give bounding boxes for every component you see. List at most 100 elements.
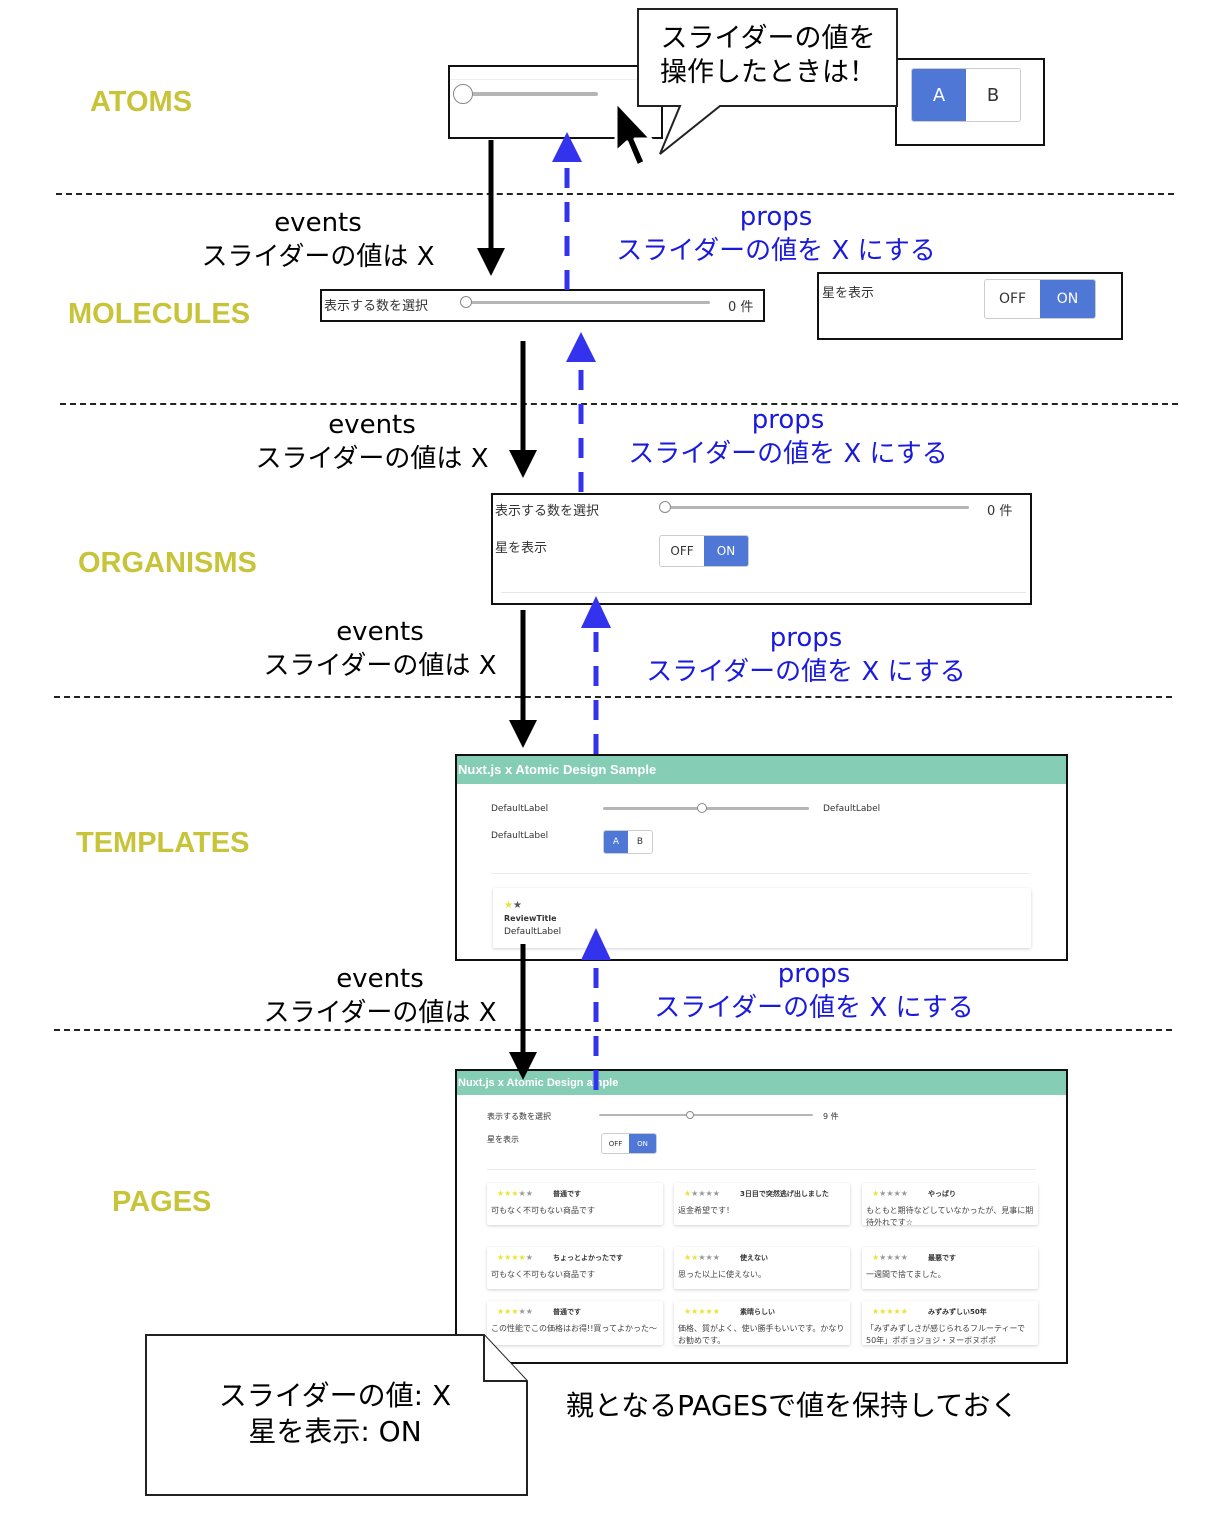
template-toggle-b[interactable]: B <box>628 831 652 853</box>
atom-slider-divider <box>450 79 661 80</box>
callout-shape <box>637 8 898 155</box>
star-icon: ★ <box>879 1253 887 1262</box>
organism-slider-value: 0 件 <box>987 504 1013 519</box>
level-templates: TEMPLATES <box>76 827 250 859</box>
page-slider-thumb[interactable] <box>686 1111 694 1119</box>
review-body: 一週間で捨てました。 <box>866 1270 946 1279</box>
template-header: Nuxt.js x Atomic Design Sample <box>457 756 1066 784</box>
review-card: ★★★★★ちょっとよかったです可もなく不可もない商品です <box>487 1247 663 1289</box>
template-box: Nuxt.js x Atomic Design Sample DefaultLa… <box>455 754 1068 961</box>
page-header-left: Nuxt.js x Atomic Design <box>458 1077 587 1089</box>
template-toggle-a[interactable]: A <box>604 831 628 853</box>
props-arrow-4 <box>581 928 611 1090</box>
review-title: 最悪です <box>928 1254 956 1262</box>
level-pages: PAGES <box>112 1186 212 1218</box>
star-icon: ★ <box>698 1253 706 1262</box>
star-icon: ★ <box>497 1307 505 1316</box>
events-word-4: events <box>336 964 424 994</box>
props-text-4: スライダーの値を X にする <box>654 993 974 1023</box>
molecule-toggle-on[interactable]: ON <box>1040 280 1095 318</box>
star-icon: ★ <box>684 1253 692 1262</box>
template-card-title: ReviewTitle <box>504 914 557 923</box>
review-stars: ★★★★★ <box>497 1253 533 1262</box>
organism-divider <box>501 592 1026 593</box>
template-ab-toggle: A B <box>603 830 653 854</box>
star-icon: ★ <box>691 1307 699 1316</box>
callout-line2: 操作したときは！ <box>660 57 876 88</box>
star-icon: ★ <box>879 1307 887 1316</box>
review-stars: ★★★★★ <box>684 1307 720 1316</box>
atom-toggle-b[interactable]: B <box>966 69 1020 121</box>
template-slider-thumb[interactable] <box>697 803 707 813</box>
props-text-3: スライダーの値を X にする <box>646 657 966 687</box>
template-label-1-right: DefaultLabel <box>823 804 881 814</box>
props-word-3: props <box>769 623 843 653</box>
molecule-slider-label: 表示する数を選択 <box>324 299 429 314</box>
review-stars: ★★★★★ <box>497 1307 533 1316</box>
molecule-slider-thumb[interactable] <box>460 296 472 308</box>
page-box: Nuxt.js x Atomic Design ample 表示する数を選択 9… <box>455 1069 1068 1364</box>
review-stars: ★★★★★ <box>872 1307 908 1316</box>
star-icon: ★ <box>872 1189 880 1198</box>
props-arrow-2 <box>566 332 596 492</box>
atom-toggle-a[interactable]: A <box>912 69 966 121</box>
page-toggle-on[interactable]: ON <box>629 1134 656 1153</box>
star-icon: ★ <box>900 1253 908 1262</box>
template-review-card: ★★ ReviewTitle DefaultLabel <box>493 888 1031 948</box>
organism-toggle-off[interactable]: OFF <box>660 536 704 566</box>
star-icon: ★ <box>900 1307 908 1316</box>
star-icon: ★ <box>518 1189 526 1198</box>
page-slider-track[interactable] <box>599 1114 813 1116</box>
review-card: ★★★★★素晴らしい価格、質がよく、使い勝手もいいです。かなりお勧めです。 <box>674 1301 850 1345</box>
template-label-1: DefaultLabel <box>491 804 549 814</box>
molecule-star-box: 星を表示 OFF ON <box>817 272 1123 340</box>
star-icon: ★ <box>518 1307 526 1316</box>
up-arrow-icon <box>552 132 582 162</box>
organism-box: 表示する数を選択 0 件 星を表示 OFF ON <box>491 493 1032 605</box>
star-icon: ★ <box>886 1253 894 1262</box>
note-line2: 星を表示: ON <box>248 1415 422 1448</box>
props-label-4: props スライダーの値を X にする <box>636 957 992 1025</box>
review-body: 価格、質がよく、使い勝手もいいです。かなりお勧めです。 <box>678 1324 845 1345</box>
star-icon: ★ <box>886 1189 894 1198</box>
review-card: ★★★★★普通ですこの性能でこの価格はお得!!買ってよかった〜 <box>487 1301 663 1345</box>
events-label-2: events スライダーの値は X <box>242 408 502 476</box>
review-card: ★★★★★やっぱりもともと期待などしていなかったが、見事に期待外れです☆ <box>862 1183 1038 1227</box>
events-text-4: スライダーの値は X <box>263 998 497 1028</box>
star-icon: ★ <box>705 1307 713 1316</box>
page-divider <box>487 1169 1036 1170</box>
review-body: この性能でこの価格はお得!!買ってよかった〜 <box>491 1324 658 1333</box>
down-arrow-icon <box>509 450 537 478</box>
level-atoms: ATOMS <box>90 86 193 118</box>
review-body: 可もなく不可もない商品です <box>491 1206 595 1215</box>
template-card-stars: ★★ <box>504 900 522 911</box>
organism-slider-thumb[interactable] <box>659 501 671 513</box>
molecule-onoff-toggle: OFF ON <box>984 279 1096 319</box>
atom-ab-toggle: A B <box>911 68 1021 122</box>
star-icon: ★ <box>893 1307 901 1316</box>
atom-slider-box <box>448 65 663 139</box>
organism-toggle-on[interactable]: ON <box>704 536 748 566</box>
event-arrow-2 <box>509 341 537 478</box>
review-stars: ★★★★★ <box>684 1189 720 1198</box>
page-onoff-toggle: OFF ON <box>601 1133 657 1154</box>
molecule-toggle-off[interactable]: OFF <box>985 280 1040 318</box>
atom-slider-thumb[interactable] <box>453 84 473 104</box>
events-label-4: events スライダーの値は X <box>250 962 510 1030</box>
review-stars: ★★★★★ <box>872 1189 908 1198</box>
star-icon: ★ <box>525 1253 533 1262</box>
molecule-slider-track[interactable] <box>464 301 710 304</box>
review-body: 思った以上に使えない。 <box>678 1270 766 1279</box>
organism-slider-track[interactable] <box>665 506 969 509</box>
template-card-body: DefaultLabel <box>504 927 562 937</box>
props-arrow-1 <box>552 132 582 290</box>
separator-templates-pages <box>54 1029 1172 1031</box>
review-title: みずみずしい50年 <box>928 1308 987 1316</box>
star-icon: ★ <box>872 1307 880 1316</box>
page-toggle-off[interactable]: OFF <box>602 1134 629 1153</box>
separator-atoms-molecules <box>56 193 1174 195</box>
atom-slider-track[interactable] <box>462 92 598 96</box>
review-card: ★★★★★普通です可もなく不可もない商品です <box>487 1183 663 1225</box>
star-icon: ★ <box>691 1253 699 1262</box>
star-icon: ★ <box>698 1307 706 1316</box>
